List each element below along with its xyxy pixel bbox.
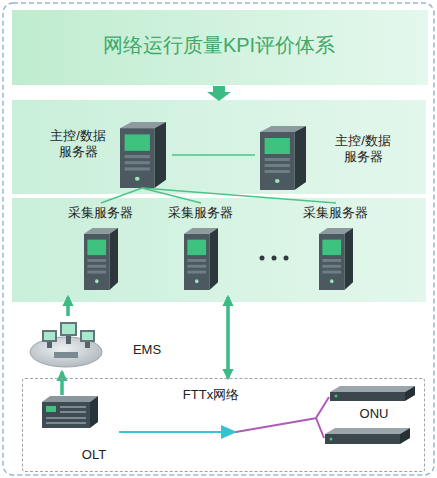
server-node: 主控/数据 服务器 bbox=[255, 122, 405, 192]
link-line bbox=[101, 188, 142, 203]
node-label: ONU bbox=[349, 406, 399, 422]
server-node: 主控/数据 服务器 bbox=[45, 118, 172, 188]
onu-device bbox=[330, 386, 415, 401]
node-label: FTTx网络 bbox=[169, 387, 253, 403]
title-band: 网络运行质量KPI评价体系 bbox=[12, 10, 428, 85]
flow-arrow bbox=[66, 297, 70, 316]
node-label: 网络运行质量KPI评价体系 bbox=[12, 33, 426, 58]
outer-frame bbox=[3, 3, 434, 475]
ems-icon bbox=[30, 322, 102, 367]
fiber-branch bbox=[316, 397, 329, 438]
node-label: 采集服务器 bbox=[60, 205, 140, 221]
server-icon bbox=[120, 122, 166, 188]
band-arrow bbox=[207, 86, 231, 101]
server-icon bbox=[184, 228, 218, 290]
splitter-symbol bbox=[221, 425, 237, 439]
collector-node: 采集服务器 bbox=[295, 203, 377, 297]
olt-device bbox=[42, 396, 98, 428]
node-label: 主控/数据 服务器 bbox=[328, 133, 398, 166]
ems-node: EMS bbox=[28, 316, 172, 372]
node-label: OLT bbox=[71, 447, 117, 463]
flow-arrow bbox=[60, 372, 64, 395]
collector-node: 采集服务器 bbox=[160, 203, 242, 297]
link-line bbox=[142, 188, 336, 203]
onu-node: ONU bbox=[317, 383, 423, 453]
node-label: EMS bbox=[124, 342, 170, 358]
collector-band bbox=[12, 198, 426, 302]
link-line bbox=[172, 154, 255, 156]
server-icon bbox=[84, 228, 118, 290]
server-band bbox=[12, 100, 426, 194]
ellipsis-dots bbox=[260, 256, 289, 261]
onu-device bbox=[325, 428, 410, 444]
server-icon bbox=[319, 228, 353, 290]
fttx-region: OLT ONU FTTx网络 bbox=[22, 378, 425, 472]
collector-node: 采集服务器 bbox=[60, 203, 142, 297]
olt-node: OLT bbox=[39, 395, 119, 467]
server-icon bbox=[260, 126, 306, 190]
node-label: 采集服务器 bbox=[295, 205, 375, 221]
fiber-link bbox=[119, 418, 317, 432]
node-label: 主控/数据 服务器 bbox=[45, 128, 111, 161]
flow-arrow bbox=[226, 297, 230, 378]
node-label: 采集服务器 bbox=[160, 205, 240, 221]
